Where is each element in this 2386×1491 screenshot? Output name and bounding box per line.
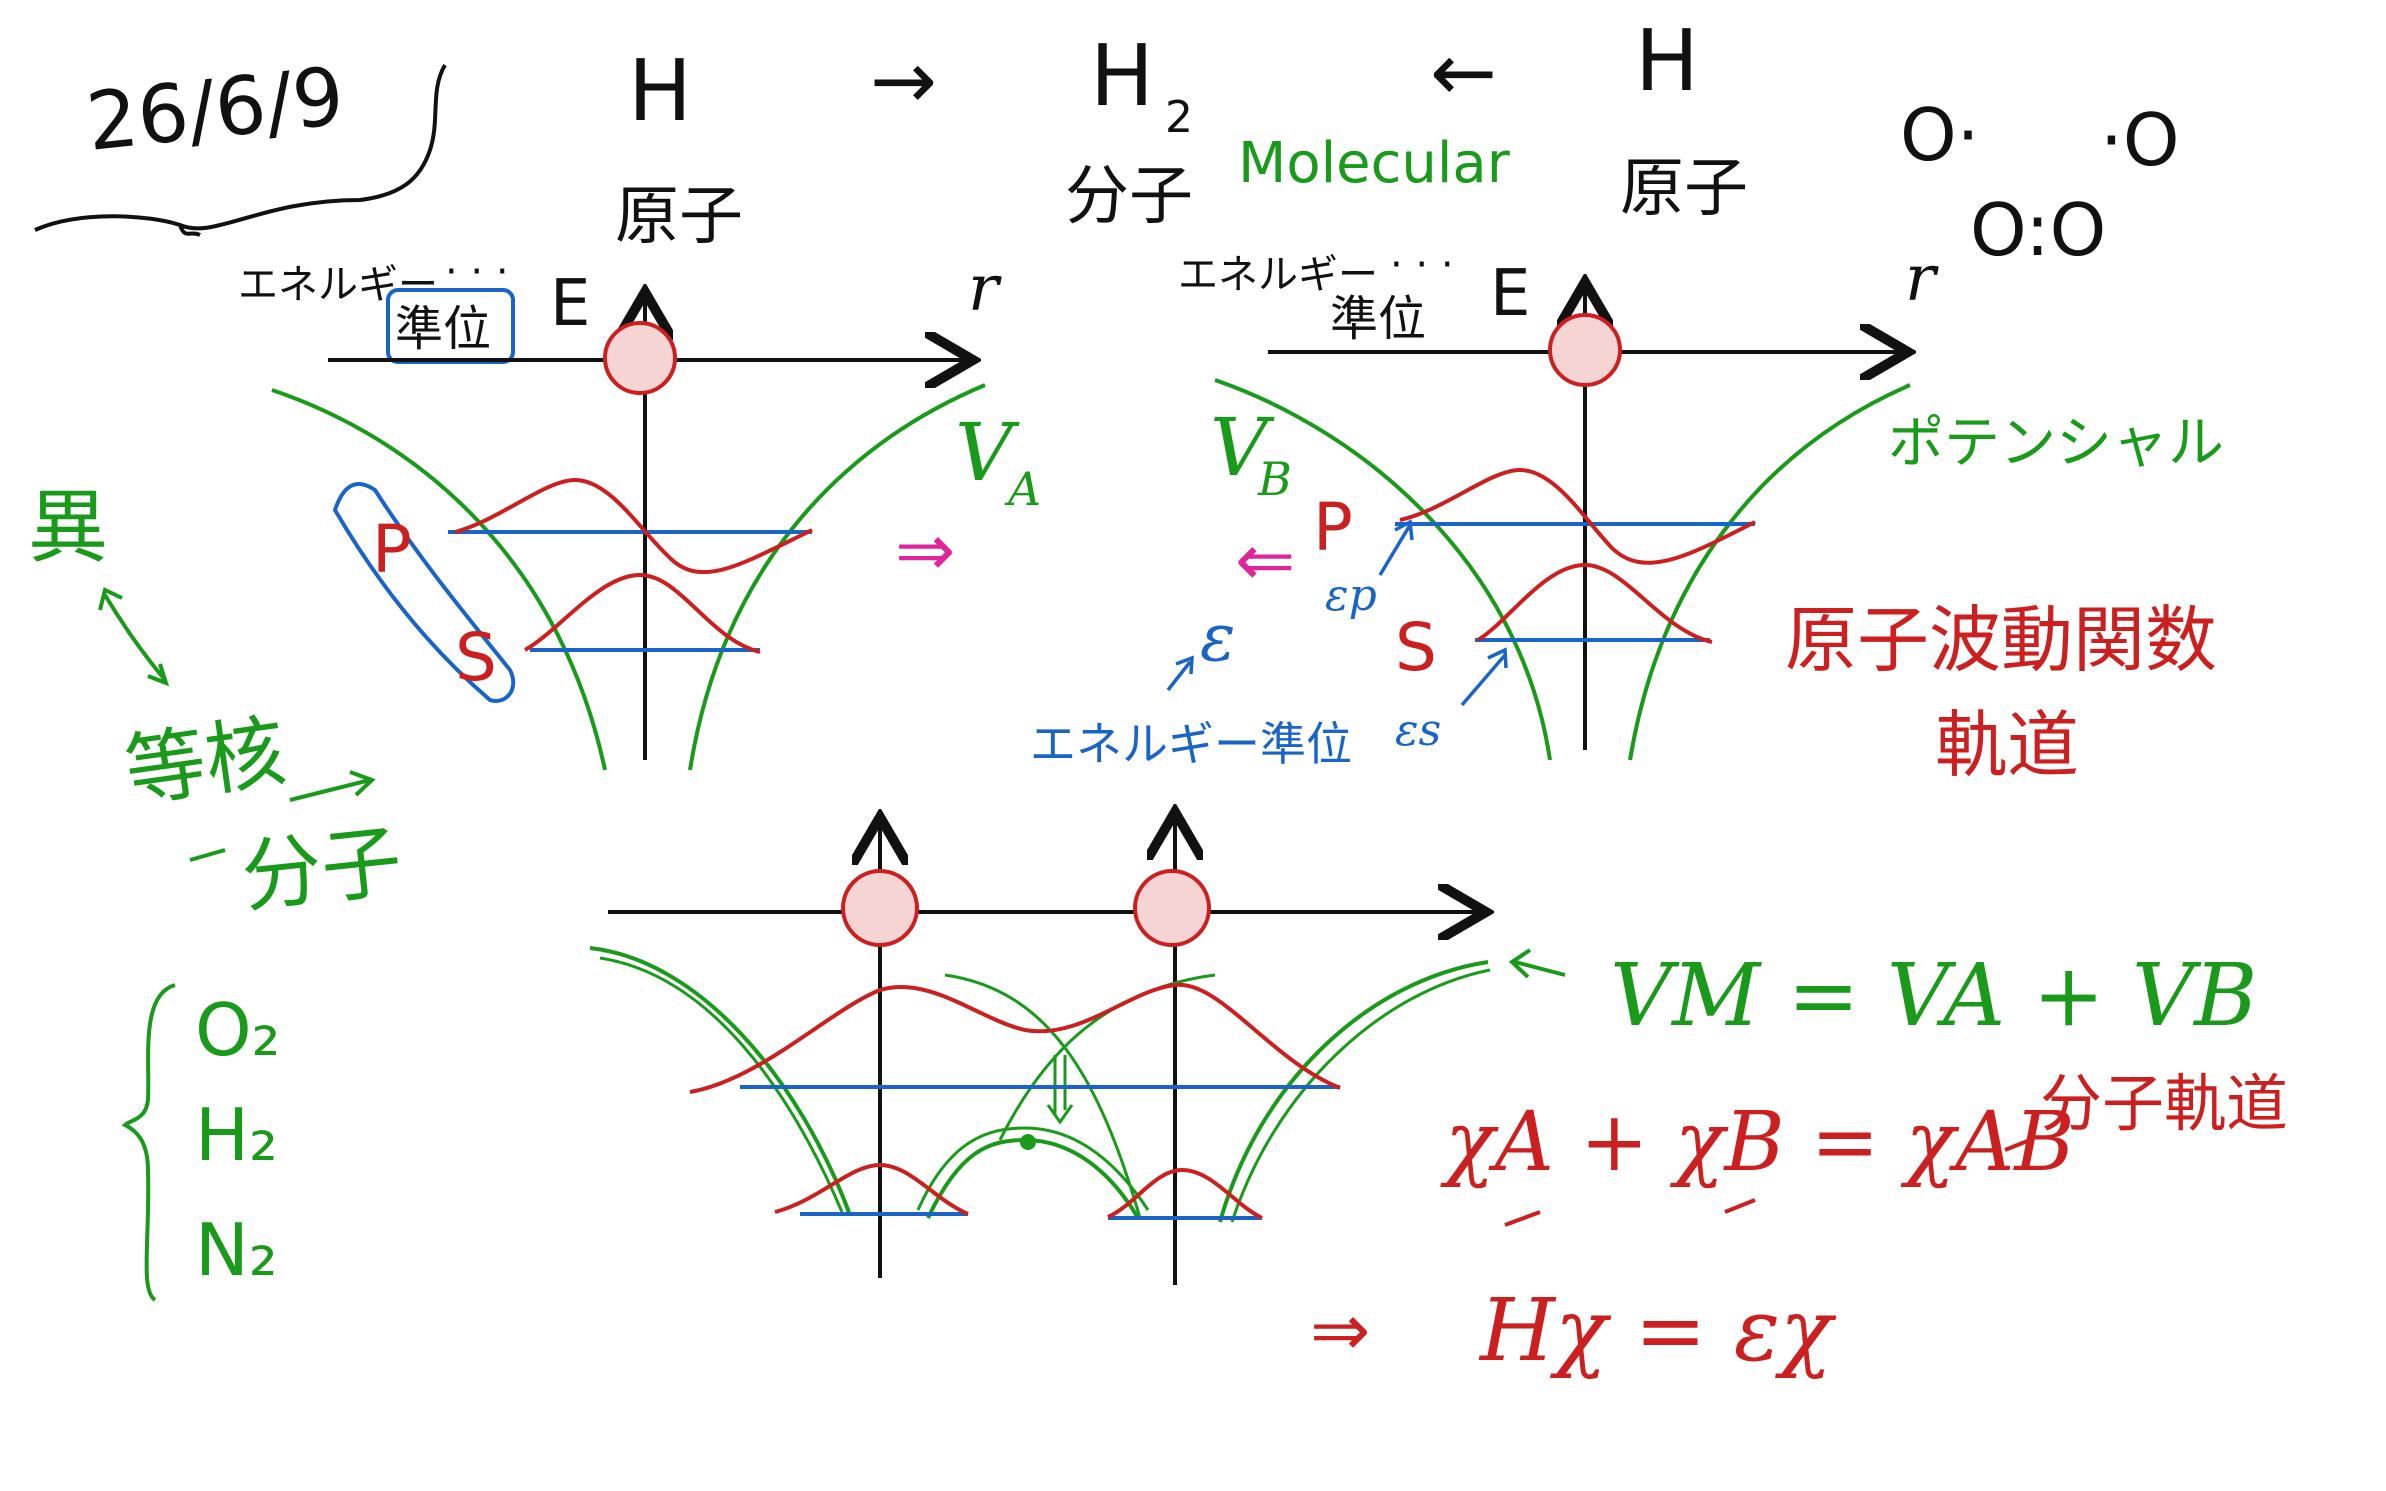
potential-curve-right bbox=[1214, 378, 1911, 761]
eq-orbital-dash bbox=[2004, 1138, 2031, 1152]
note-molecule: 分子 bbox=[237, 815, 406, 924]
potential-vm-inner-2 bbox=[916, 1126, 1150, 1211]
nucleus-a bbox=[603, 321, 677, 395]
axis-r-left: r bbox=[968, 252, 1002, 326]
atom-b-diagram: エネルギー · · · 準位 E r V B ポテンシャル P S ⇐ εp ε… bbox=[1030, 242, 2224, 771]
note-homo-arrow bbox=[289, 770, 376, 802]
molecule-label: 分子 bbox=[1065, 160, 1193, 234]
energy-level-left: 準位 bbox=[395, 301, 491, 357]
energy-level-caption: エネルギー準位 bbox=[1030, 717, 1352, 771]
axis-E-right: E bbox=[1490, 257, 1530, 331]
nucleus-molecule-a bbox=[841, 869, 919, 947]
molecule-h2-sub: 2 bbox=[1165, 92, 1193, 143]
label-S-right: S bbox=[1395, 609, 1437, 686]
s-orbital-left bbox=[524, 572, 761, 654]
axis-E-left: E bbox=[550, 267, 590, 341]
label-S-left: S bbox=[455, 619, 497, 696]
date-brace bbox=[34, 63, 447, 232]
potential-vm-outer-right-2 bbox=[1230, 968, 1491, 1223]
p-orbital-right bbox=[1399, 467, 1756, 565]
potential-va-ghost bbox=[944, 973, 1142, 1219]
label-VB: V bbox=[1210, 401, 1275, 494]
label-P-left: P bbox=[372, 511, 412, 588]
atom-label-left: 原子 bbox=[615, 180, 743, 254]
eps-p-label: εp bbox=[1325, 570, 1377, 621]
note-hetero: 異 bbox=[28, 481, 108, 574]
implies-right: ⇒ bbox=[895, 508, 955, 592]
potential-min-dot bbox=[1020, 1134, 1036, 1150]
s-orbital-molecule-a bbox=[774, 1162, 969, 1216]
vm-pointer-arrow bbox=[1508, 948, 1566, 979]
energy-dots-left: · · · bbox=[445, 249, 509, 295]
note-dash bbox=[189, 848, 226, 862]
potential-label: ポテンシャル bbox=[1888, 411, 2224, 476]
eq-orbital: χA + χB = χAB bbox=[1440, 1095, 2075, 1190]
atom-h-left: H bbox=[628, 42, 692, 141]
eq-potential: VM = VA + VB bbox=[1610, 946, 2257, 1046]
potential-vb-ghost bbox=[998, 973, 1216, 1141]
date-brace-tip bbox=[178, 224, 201, 237]
label-VA: V bbox=[955, 406, 1020, 499]
molecule-o2: O₂ bbox=[195, 988, 281, 1072]
molecule-diagram bbox=[589, 820, 1491, 1285]
molecular-en-label: Molecular bbox=[1238, 131, 1511, 196]
molecule-h2-list: H₂ bbox=[195, 1093, 278, 1177]
axis-r-right: r bbox=[1905, 242, 1939, 316]
energy-label-mid: エネルギー bbox=[1178, 252, 1378, 298]
o2-bond: O:O bbox=[1970, 188, 2106, 272]
nucleus-b bbox=[1548, 313, 1622, 387]
atom-label-right: 原子 bbox=[1620, 152, 1748, 226]
note-hetero-arrow bbox=[98, 587, 170, 687]
energy-label-left: エネルギー bbox=[238, 262, 438, 308]
nucleus-molecule-b bbox=[1133, 869, 1211, 947]
arrow-left: ← bbox=[1430, 26, 1497, 119]
energy-dots-mid: · · · bbox=[1390, 242, 1454, 288]
note-homo: 等核 bbox=[120, 704, 291, 818]
eq-schrodinger: Hχ = εχ bbox=[1478, 1281, 1837, 1381]
eps-s-arrow bbox=[1460, 647, 1508, 707]
eq-underline-b bbox=[1724, 1198, 1756, 1214]
implies-left: ⇐ bbox=[1235, 518, 1295, 602]
arrow-right: → bbox=[870, 34, 937, 127]
eps-s-label: εs bbox=[1395, 705, 1441, 756]
molecule-h2: H bbox=[1090, 27, 1154, 126]
atom-h-right: H bbox=[1635, 12, 1699, 111]
potential-vm-outer-left bbox=[589, 946, 852, 1216]
wavefunction-label: 原子波動関数 bbox=[1785, 598, 2217, 682]
eps-label: ε bbox=[1200, 599, 1235, 676]
o-radical-left: O· bbox=[1900, 93, 1980, 177]
potential-vm-outer-right bbox=[1218, 960, 1489, 1223]
eps-p-arrow bbox=[1378, 519, 1414, 576]
energy-level-mid: 準位 bbox=[1330, 291, 1426, 347]
p-orbital-left bbox=[454, 477, 813, 575]
molecules-brace bbox=[121, 983, 176, 1302]
label-P-right: P bbox=[1313, 489, 1353, 566]
molecular-orbital-upper bbox=[689, 982, 1341, 1094]
date-label: 26/6/9 bbox=[82, 49, 348, 168]
eq-underline-a bbox=[1504, 1210, 1541, 1227]
eq-orbital-note: 分子軌道 bbox=[2040, 1067, 2288, 1140]
eps-arrow bbox=[1166, 655, 1194, 692]
s-orbital-right bbox=[1476, 562, 1713, 644]
o-radical-right: ·O bbox=[2100, 98, 2180, 182]
ps-bracket bbox=[332, 482, 516, 703]
atom-a-diagram: エネルギー · · · 準位 E r P S V A ⇒ bbox=[238, 249, 1041, 771]
implies-bottom: ⇒ bbox=[1310, 1288, 1370, 1372]
s-orbital-molecule-b bbox=[1107, 1167, 1263, 1220]
potential-vm-outer-left-2 bbox=[599, 956, 844, 1213]
orbital-label: 軌道 bbox=[1935, 703, 2079, 787]
label-VA-sub: A bbox=[1004, 462, 1041, 516]
molecule-n2: N₂ bbox=[195, 1208, 278, 1292]
label-VB-sub: B bbox=[1257, 452, 1292, 506]
